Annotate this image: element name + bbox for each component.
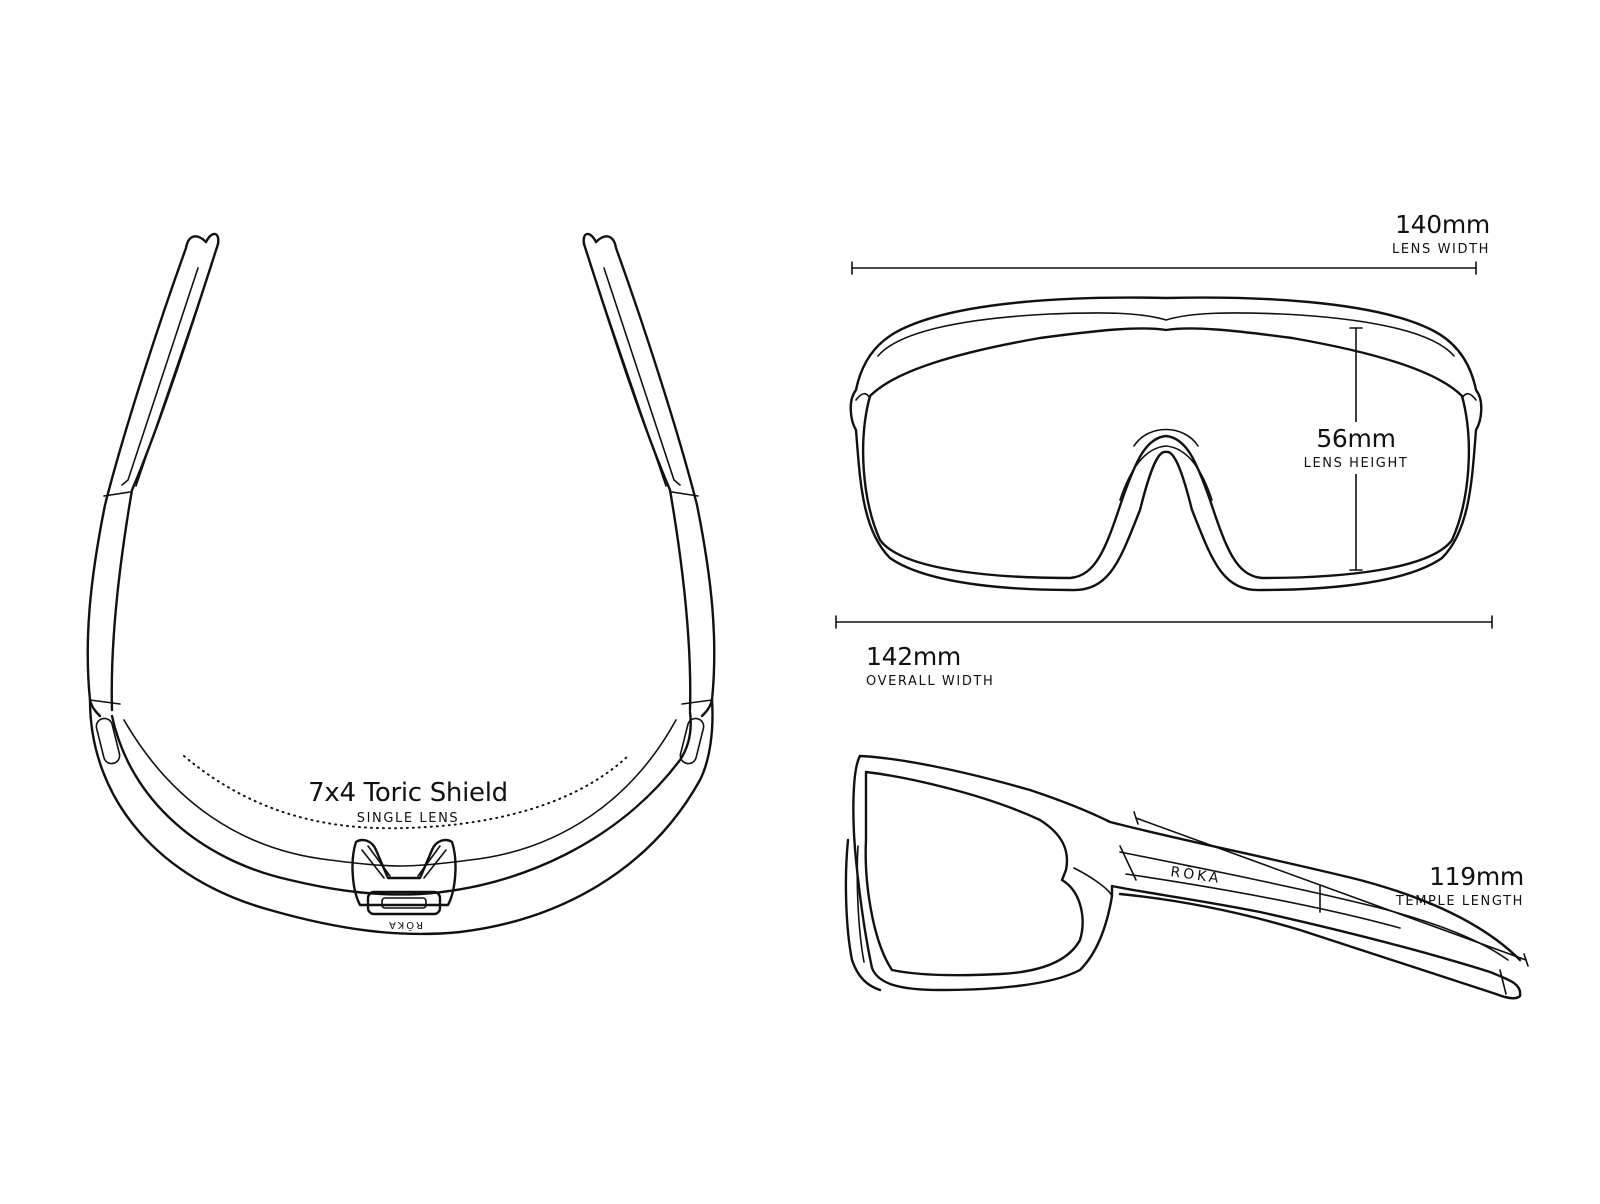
top-view-left-temple [86,232,220,718]
top-view-glasses: RŌKA [86,232,716,936]
lens-type-value: 7x4 Toric Shield [308,778,508,808]
overall-width-caption: OVERALL WIDTH [866,674,995,689]
temple-length-value: 119mm [1429,862,1524,891]
temple-length-label: 119mm TEMPLE LENGTH [1324,864,1524,908]
lens-width-caption: LENS WIDTH [1392,242,1490,257]
side-view-glasses: RŌKA [844,754,1529,1000]
top-view-nose-pad [351,838,457,916]
temple-length-caption: TEMPLE LENGTH [1395,894,1524,909]
lens-width-label: 140mm LENS WIDTH [1290,212,1490,256]
top-view-right-temple [582,232,716,718]
overall-width-value: 142mm [866,642,961,671]
side-view-logo: RŌKA [1169,863,1222,887]
overall-width-label: 142mm OVERALL WIDTH [866,644,1066,688]
lens-type-label: 7x4 Toric Shield SINGLE LENS [283,780,533,825]
toric-curve-indicator [183,755,629,830]
lens-type-caption: SINGLE LENS [356,811,460,826]
top-view-logo: RŌKA [387,919,423,932]
temple-length-line [1135,817,1527,961]
lens-height-caption: LENS HEIGHT [1303,456,1409,471]
lens-width-value: 140mm [1395,210,1490,239]
lens-height-value: 56mm [1316,424,1396,453]
lens-height-label: 56mm LENS HEIGHT [1290,422,1422,474]
